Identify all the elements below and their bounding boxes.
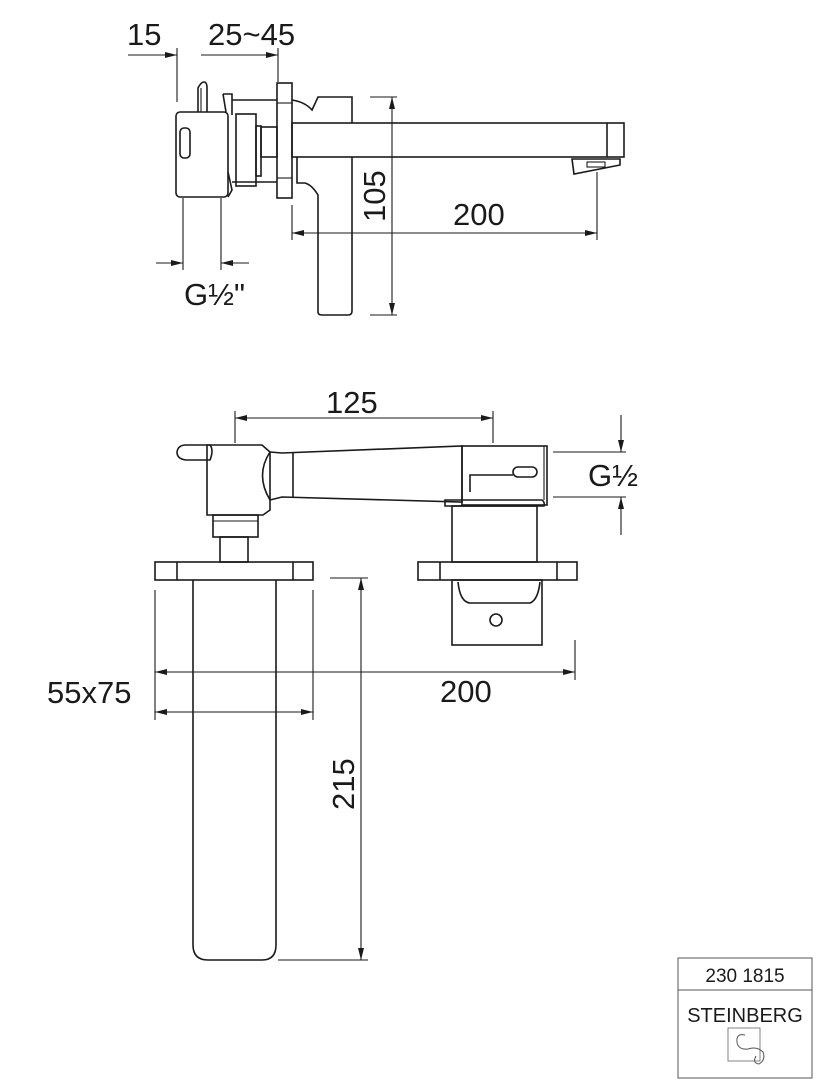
lever-knob: [176, 444, 213, 461]
lever-blade: [192, 580, 277, 961]
valve-housing: [206, 444, 271, 516]
dim-label-15: 15: [127, 17, 161, 52]
outlet-housing: [461, 445, 548, 506]
dim-label-thread-front: G½: [588, 458, 638, 493]
outlet-box: [451, 579, 543, 646]
brand-name: STEINBERG: [687, 1005, 803, 1027]
article-number: 230 1815: [705, 966, 784, 987]
handle-lever: [296, 157, 353, 316]
front-view: 125 200: [47, 385, 638, 961]
dim-label-25-45: 25~45: [208, 17, 295, 52]
left-wall-plate: [154, 561, 314, 581]
dim-label-thread-side: G½": [184, 277, 245, 312]
wall-flange: [276, 82, 293, 199]
title-block: 230 1815 STEINBERG: [677, 957, 813, 1079]
right-wall-plate: [417, 561, 578, 581]
lever-pin: [197, 81, 208, 112]
dim-label-125: 125: [326, 385, 378, 420]
brand-logo-icon: [727, 1027, 765, 1065]
dim-label-105: 105: [357, 170, 392, 222]
side-view: 15 25~45 105 200: [127, 17, 625, 316]
aerator: [571, 158, 621, 175]
dim-label-200-side: 200: [453, 197, 505, 232]
valve-body: [175, 111, 229, 198]
dim-label-plate: 55x75: [47, 675, 131, 710]
dim-label-215: 215: [326, 758, 361, 810]
handle-top: [291, 96, 353, 123]
spout: [291, 122, 625, 158]
spout-body: [269, 445, 463, 503]
dim-label-200-front: 200: [440, 674, 492, 709]
